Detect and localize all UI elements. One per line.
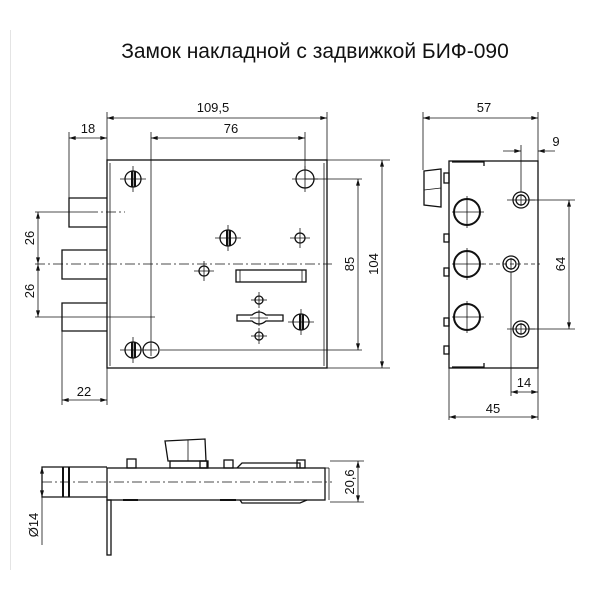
bolt-top — [68, 197, 107, 228]
screw-hole-icon — [120, 166, 146, 192]
screw-hole-icon — [502, 255, 520, 273]
slot — [235, 269, 307, 283]
small-hole-icon — [251, 292, 267, 308]
dim-bolt-throw: 18 — [81, 121, 95, 136]
bottom-body-outline — [106, 467, 326, 501]
bottom-view: 20,6 Ø14 — [26, 438, 364, 556]
dim-hole-spacing-h: 76 — [224, 121, 238, 136]
dim-hole-spacing: 64 — [553, 257, 568, 271]
small-hole-icon — [251, 328, 267, 344]
side-body-outline — [448, 160, 539, 369]
dim-hole-offset: 9 — [552, 134, 559, 149]
front-view: 109,5 76 18 22 26 26 85 104 — [22, 100, 390, 405]
side-view: 57 9 64 14 45 — [422, 100, 575, 420]
dim-overall-depth: 57 — [477, 100, 491, 115]
dim-overall-width: 109,5 — [197, 100, 230, 115]
small-hole-icon — [290, 228, 310, 248]
bolt-circle-icon — [452, 196, 484, 228]
dim-bolt-pitch-top: 26 — [22, 231, 37, 245]
dim-bolt-pitch-bottom: 26 — [22, 284, 37, 298]
small-hole-icon — [194, 261, 214, 281]
page-edge-divider — [10, 30, 11, 570]
bottom-knob — [164, 438, 207, 462]
screw-hole-icon — [120, 337, 146, 363]
drawing-title: Замок накладной с задвижкой БИФ-090 — [121, 40, 509, 63]
dim-overall-height: 104 — [366, 253, 381, 275]
bolt-circle-icon — [452, 301, 484, 333]
side-knob — [423, 168, 442, 208]
dim-body-thickness: 20,6 — [342, 469, 357, 494]
dim-hole-spacing-v: 85 — [342, 257, 357, 271]
bolt-circle-icon — [452, 248, 484, 280]
mounting-plate — [106, 499, 112, 556]
dim-bolt-length: 22 — [77, 384, 91, 399]
screw-hole-icon — [215, 225, 241, 251]
dim-bolt-diameter: Ø14 — [26, 513, 41, 538]
dim-center-offset: 14 — [517, 375, 531, 390]
dim-body-depth: 45 — [486, 401, 500, 416]
bolt-middle — [61, 249, 107, 280]
keyhole-icon — [236, 310, 284, 326]
screw-hole-icon — [288, 309, 314, 335]
